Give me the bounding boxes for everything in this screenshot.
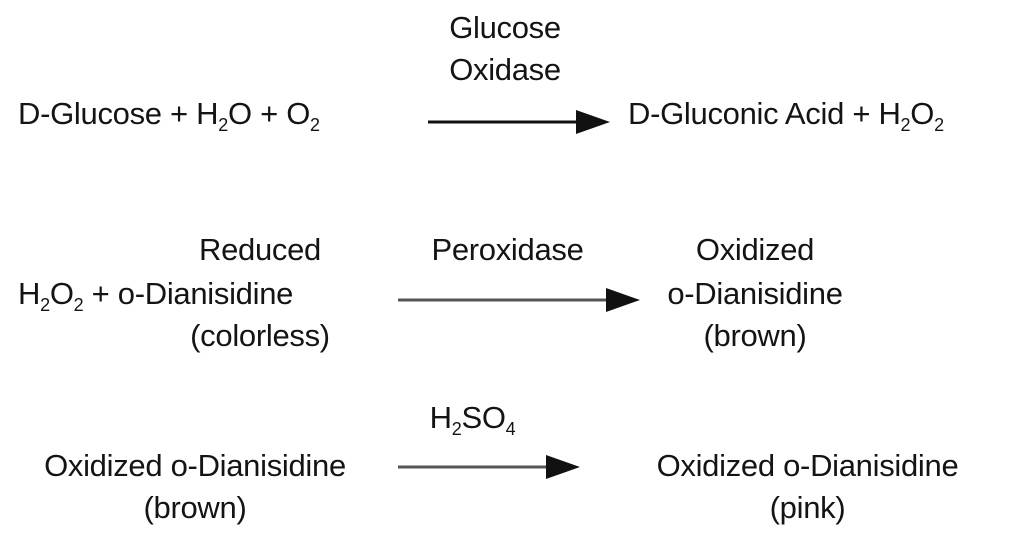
enzyme-label-glucose: Glucose: [449, 10, 561, 45]
reaction1-arrow: [428, 100, 610, 144]
reaction3-brown-label: (brown): [143, 490, 247, 525]
enzyme-label-oxidase: Oxidase: [449, 52, 561, 87]
enzyme-label-peroxidase: Peroxidase: [431, 232, 584, 267]
reduced-label: Reduced: [199, 232, 321, 267]
o-dianisidine-product-label: o-Dianisidine: [667, 276, 843, 311]
reaction2-reactants: H2O2 + o-Dianisidine: [18, 276, 294, 315]
reaction3-reactant: Oxidized o-Dianisidine: [44, 448, 346, 483]
reagent-label-h2so4: H2SO4: [429, 400, 516, 439]
reaction3-product: Oxidized o-Dianisidine: [656, 448, 959, 483]
reaction3-arrow: [398, 445, 580, 489]
pink-label: (pink): [769, 490, 846, 525]
reaction1-reactants: D-Glucose + H2O + O2: [18, 96, 320, 135]
brown-label: (brown): [703, 318, 807, 353]
reaction1-products: D-Gluconic Acid + H2O2: [628, 96, 944, 135]
colorless-label: (colorless): [190, 318, 330, 353]
oxidized-label: Oxidized: [695, 232, 815, 267]
reaction2-arrow: [398, 278, 640, 322]
